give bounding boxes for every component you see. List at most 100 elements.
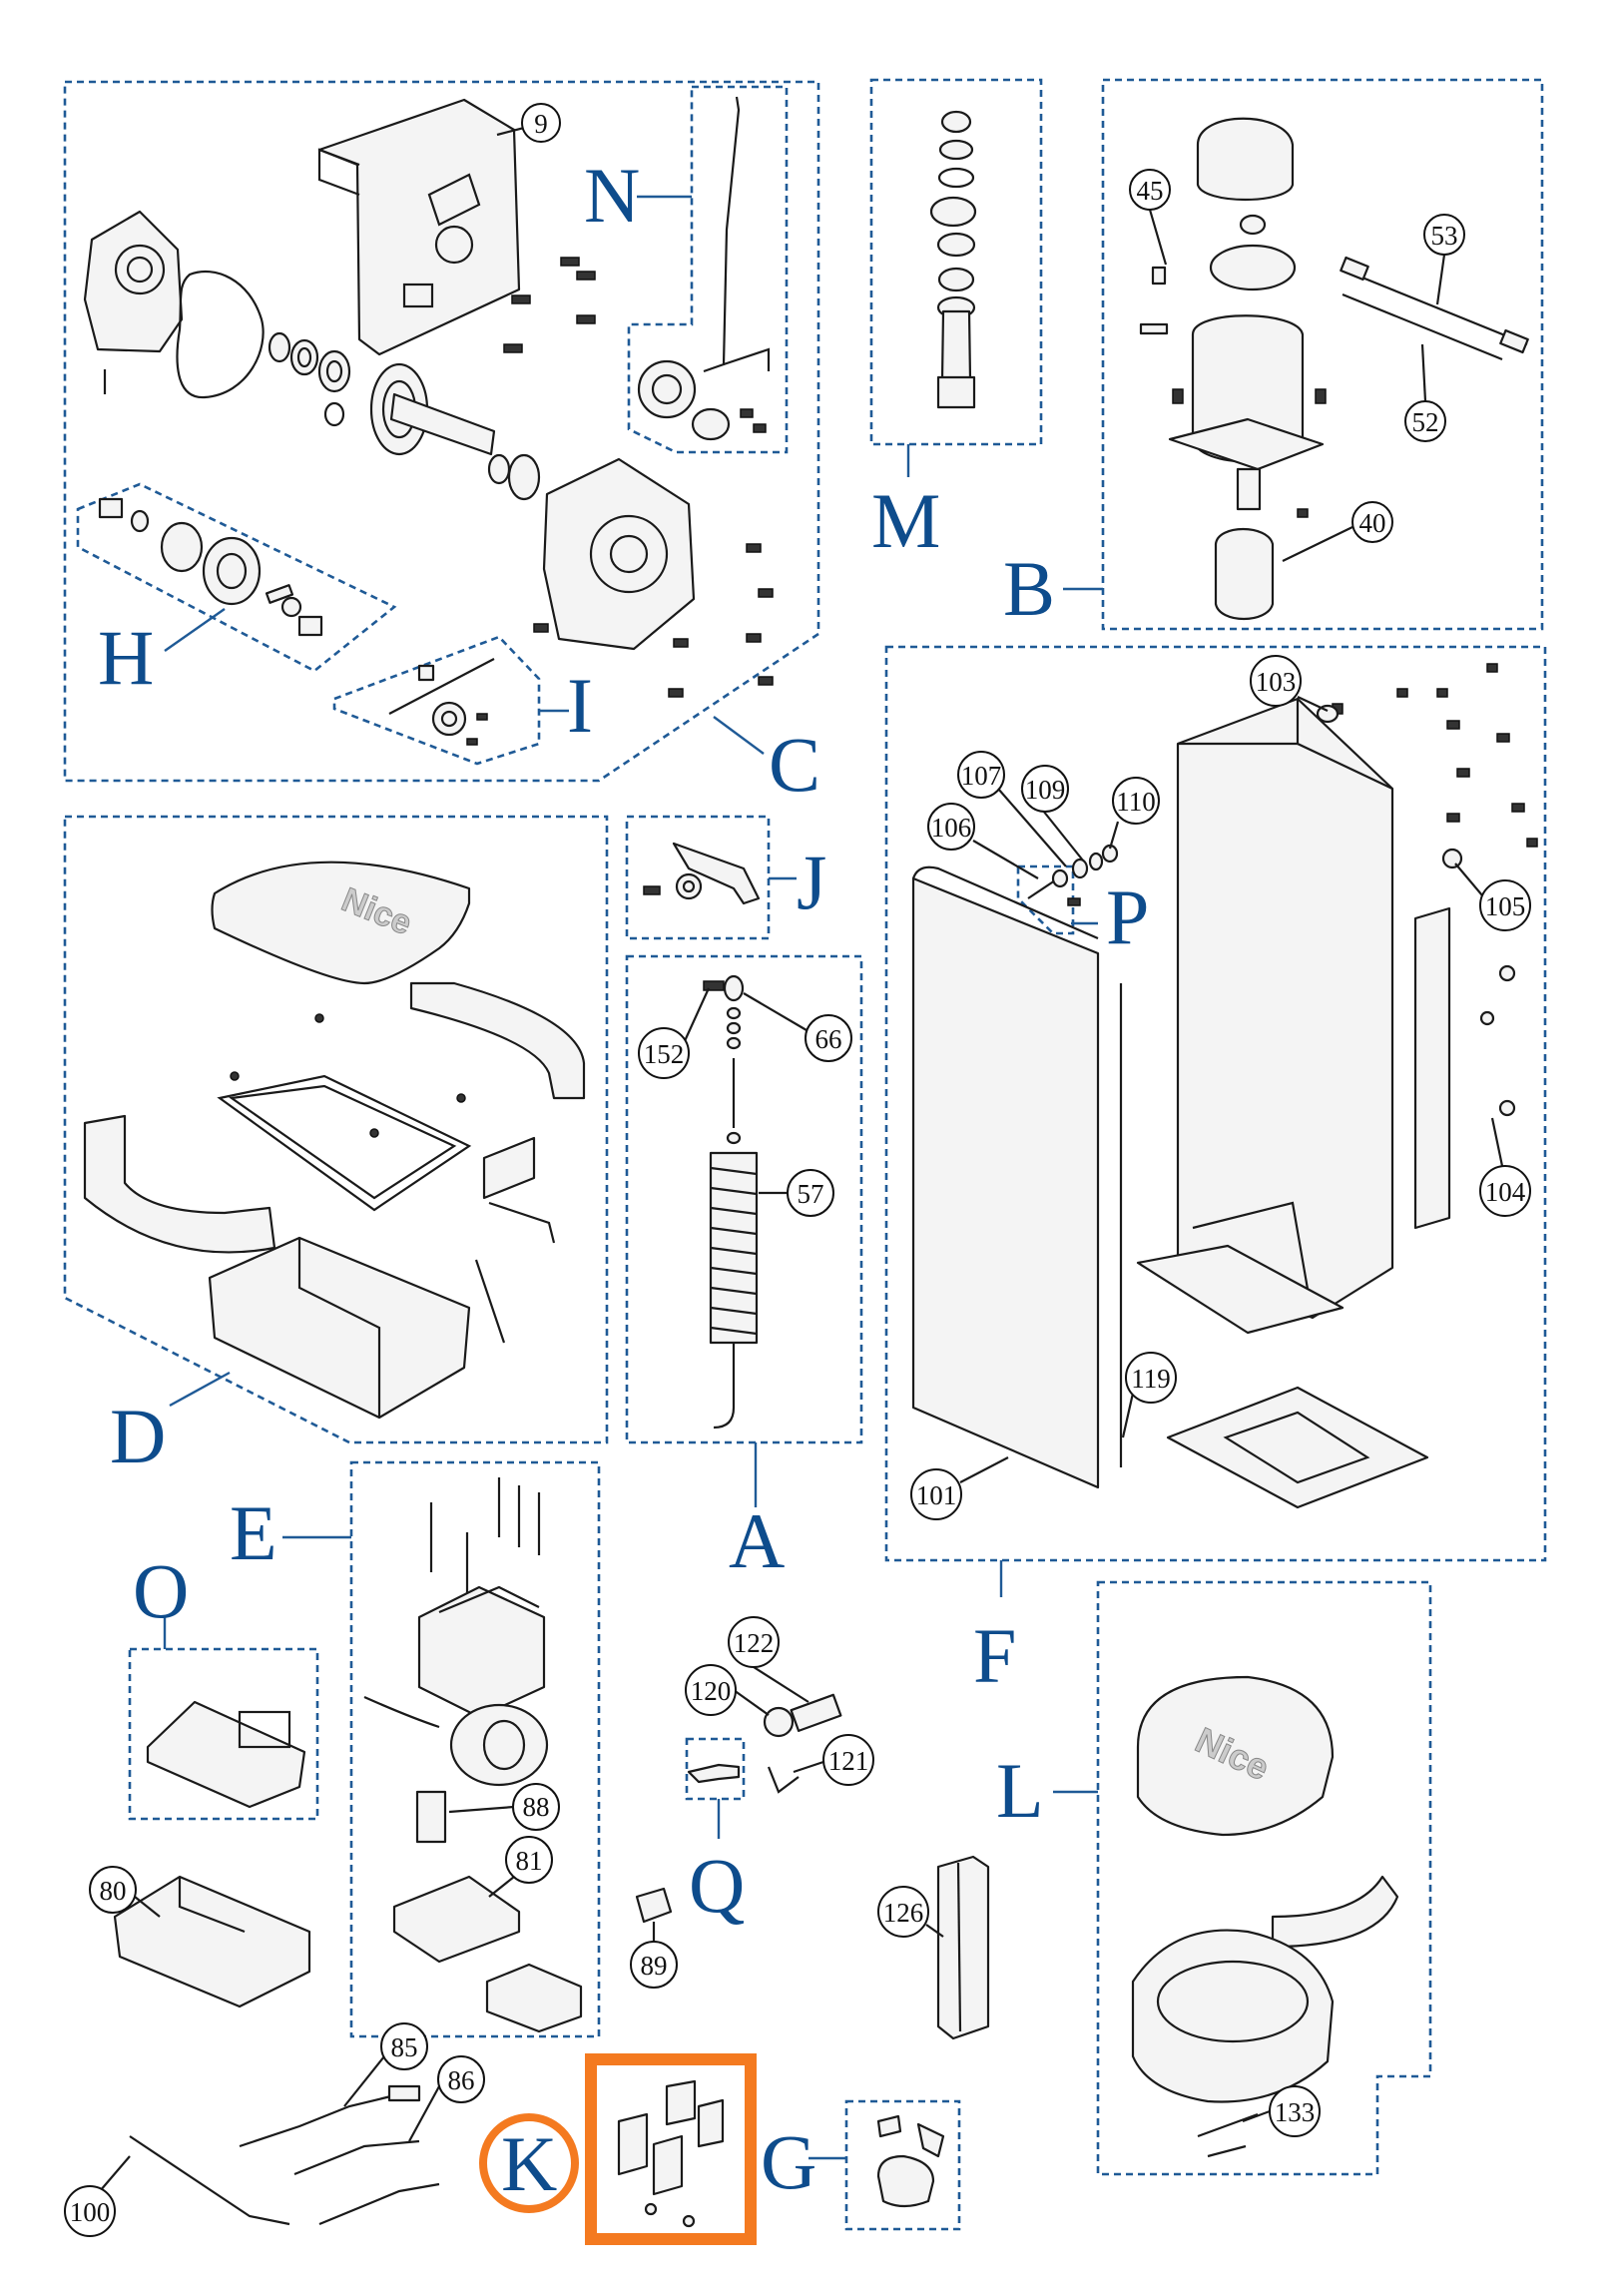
- group-h-parts: [98, 497, 323, 637]
- callout-109-label: 109: [1025, 775, 1066, 805]
- group-n-parts: [637, 96, 771, 441]
- group-label-l: L: [996, 1747, 1044, 1834]
- callout-88: [512, 1783, 560, 1831]
- callout-57-label: 57: [798, 1179, 824, 1209]
- callout-104-label: 104: [1485, 1177, 1526, 1207]
- group-leaders: [163, 195, 1103, 2160]
- group-a-parts: [703, 974, 759, 1430]
- cable-52: [1342, 292, 1503, 361]
- gearbox-right-half: [542, 457, 696, 651]
- callout-86: [437, 2055, 485, 2103]
- callout-40-label: 40: [1359, 508, 1386, 538]
- group-b-parts: [1139, 117, 1529, 621]
- callout-89-label: 89: [641, 1951, 668, 1981]
- group-d-parts: Nice: [83, 861, 586, 1420]
- callout-105: [1479, 879, 1531, 931]
- lever: [672, 842, 761, 905]
- callout-110-label: 110: [1116, 787, 1156, 817]
- callout-152-label: 152: [644, 1039, 685, 1069]
- k-module-right: [697, 2098, 725, 2148]
- group-l-parts: Nice: [1131, 1675, 1399, 2158]
- callout-120: [685, 1664, 737, 1716]
- callout-103: [1250, 655, 1302, 707]
- highlight-circle-k: [479, 2113, 579, 2213]
- group-o-boundary: [128, 1647, 319, 1821]
- group-q-parts: [687, 1693, 842, 1794]
- callout-120-label: 120: [691, 1676, 732, 1706]
- callout-126: [877, 1886, 929, 1938]
- callout-106: [927, 803, 975, 851]
- group-d-boundary: [63, 815, 609, 1444]
- callout-52: [1404, 400, 1446, 442]
- k-module-left: [617, 2112, 649, 2176]
- callout-66: [805, 1014, 852, 1062]
- callout-103-label: 103: [1256, 667, 1297, 697]
- callout-52-label: 52: [1412, 407, 1439, 437]
- callout-133: [1269, 2085, 1321, 2137]
- callout-89: [630, 1941, 678, 1989]
- g-body: [876, 2154, 935, 2208]
- group-a-boundary: [625, 954, 863, 1444]
- callout-86-label: 86: [448, 2065, 475, 2095]
- motor-spring-coupling: [1214, 527, 1275, 621]
- callout-80-label: 80: [100, 1876, 127, 1906]
- callout-105-label: 105: [1485, 891, 1526, 921]
- callout-85-label: 85: [391, 2032, 418, 2062]
- group-label-c: C: [769, 721, 820, 808]
- group-p-boundary: [1016, 864, 1075, 935]
- group-m-boundary: [869, 78, 1043, 446]
- group-e-parts: [363, 1477, 583, 2033]
- group-k-parts: [617, 2079, 725, 2228]
- group-m-parts: [929, 110, 977, 409]
- f-fasteners: [1332, 663, 1538, 1117]
- callout-9: [521, 103, 561, 143]
- lamp-top-cover: [1136, 1675, 1335, 1837]
- group-label-f: F: [973, 1612, 1016, 1699]
- callout-101-label: 101: [916, 1480, 957, 1510]
- h-gear: [202, 536, 262, 606]
- group-c-boundary: [63, 80, 820, 783]
- callout-122: [728, 1616, 780, 1668]
- callout-101: [910, 1468, 962, 1520]
- base-plate: [1166, 1386, 1429, 1509]
- group-q-boundary: [685, 1737, 746, 1801]
- profile-126: [936, 1855, 990, 2040]
- lamp-light-ring: [1271, 1875, 1399, 1949]
- balance-spring: [709, 1151, 759, 1345]
- group-i-parts: [388, 658, 495, 746]
- group-label-q: Q: [689, 1842, 745, 1929]
- group-label-h: H: [98, 614, 154, 701]
- cover-gasket: [217, 1074, 472, 1212]
- callout-45: [1129, 169, 1171, 211]
- top-cover: [211, 861, 471, 985]
- control-unit: [146, 1700, 306, 1809]
- group-label-n: N: [584, 152, 640, 239]
- group-b-boundary: [1101, 78, 1544, 631]
- side-panel: [1413, 906, 1451, 1230]
- group-label-k: K: [501, 2120, 557, 2207]
- gearbox-left-half: [83, 210, 184, 353]
- group-c-gearbox-parts: [83, 98, 774, 698]
- callout-126-label: 126: [883, 1898, 924, 1928]
- group-i-boundary: [332, 635, 541, 766]
- group-label-e: E: [230, 1489, 277, 1576]
- group-label-g: G: [761, 2118, 816, 2205]
- side-seal-right: [409, 981, 586, 1100]
- column-body: [1176, 697, 1394, 1320]
- motor-cap: [1196, 117, 1295, 202]
- control-board-81: [392, 1875, 521, 1964]
- callout-81-label: 81: [516, 1846, 543, 1876]
- group-boundaries: [63, 78, 1547, 2231]
- k-module-mid: [652, 2134, 684, 2196]
- cables: [129, 2084, 440, 2226]
- callout-133-label: 133: [1275, 2097, 1316, 2127]
- callout-152: [638, 1027, 690, 1079]
- bracket-d: [482, 1136, 536, 1200]
- group-label-p: P: [1106, 873, 1149, 960]
- group-label-j: J: [797, 839, 826, 925]
- callout-100: [64, 2185, 116, 2237]
- group-e-boundary: [349, 1460, 601, 2038]
- part-callouts: 9 45 53 52 40 103 107 109 110 106 105: [64, 103, 1531, 2237]
- callout-110: [1112, 777, 1160, 825]
